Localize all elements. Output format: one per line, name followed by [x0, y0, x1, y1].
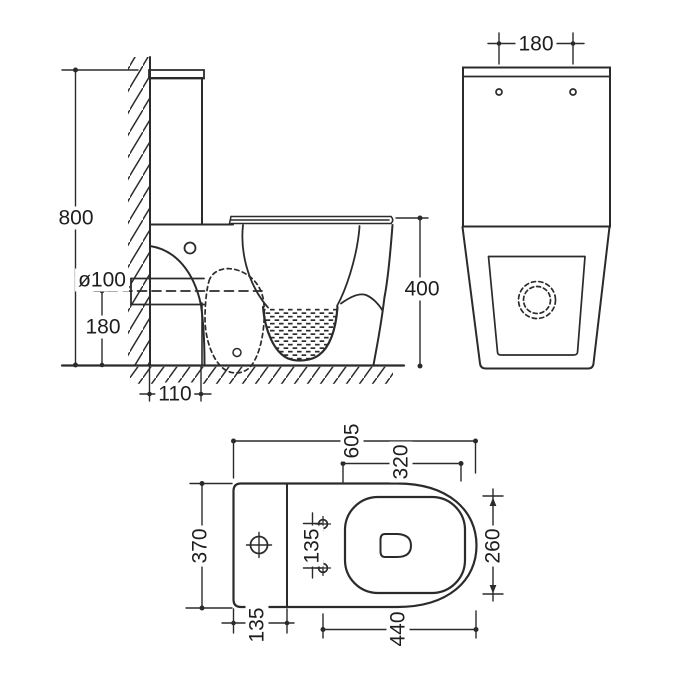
bowl-inner-back-wall: [242, 225, 268, 308]
drain-dashed-circle-outer: [519, 282, 556, 319]
side-view: [62, 57, 404, 384]
fixing-hole-icon: [185, 243, 196, 254]
tank-mount-hole-right-icon: [570, 89, 576, 95]
pedestal-panel-outline: [489, 257, 586, 356]
front-view: [463, 68, 611, 369]
trap-hole-icon: [233, 349, 241, 357]
dimension-end-dots: [73, 41, 576, 632]
dim-label-tank-offset: 135: [245, 604, 269, 646]
trapway-dashed-outline: [205, 269, 264, 373]
bowl-inner-front-wall: [337, 226, 360, 306]
tank-mount-hole-left-icon: [496, 89, 502, 95]
dim-label-tank-holes: 180: [515, 32, 557, 56]
drain-dashed-circle-inner: [524, 287, 551, 314]
pedestal-outline: [463, 227, 610, 369]
dim-label-seat-opening-len: 320: [389, 441, 413, 483]
top-view: [234, 484, 477, 608]
dim-label-overall-width: 370: [188, 525, 212, 567]
wall-hatch: [128, 57, 150, 365]
dim-label-outlet-diameter: ø100: [75, 268, 129, 292]
dim-label-hinge-spacing: 135: [300, 525, 324, 567]
bowl-shell-curve: [341, 294, 383, 310]
ground-hatch: [130, 366, 393, 384]
tank-front-outline: [463, 68, 610, 227]
cistern-body: [150, 78, 202, 225]
water-fill: [263, 307, 338, 361]
plan-body-outline: [234, 484, 477, 608]
flush-outlet-shape: [381, 534, 412, 557]
dim-label-seat-width: 260: [481, 525, 505, 567]
dim-label-outlet-offset: 110: [155, 382, 195, 406]
bowl-front-outline: [374, 225, 393, 365]
dim-label-overall-height: 800: [55, 206, 97, 230]
sump-curve: [263, 307, 338, 361]
seat-ring-outline: [345, 497, 465, 593]
cistern-lid: [149, 70, 204, 79]
dim-label-outlet-height: 180: [82, 315, 124, 339]
seat-lid-profile: [230, 217, 393, 224]
dim-label-hinge-to-front: 440: [386, 608, 410, 650]
tank-center-mark-icon: [247, 533, 272, 558]
dim-label-overall-length: 605: [340, 420, 364, 462]
dim-label-rim-height: 400: [401, 277, 443, 301]
side-view-dimensions: [62, 70, 428, 401]
